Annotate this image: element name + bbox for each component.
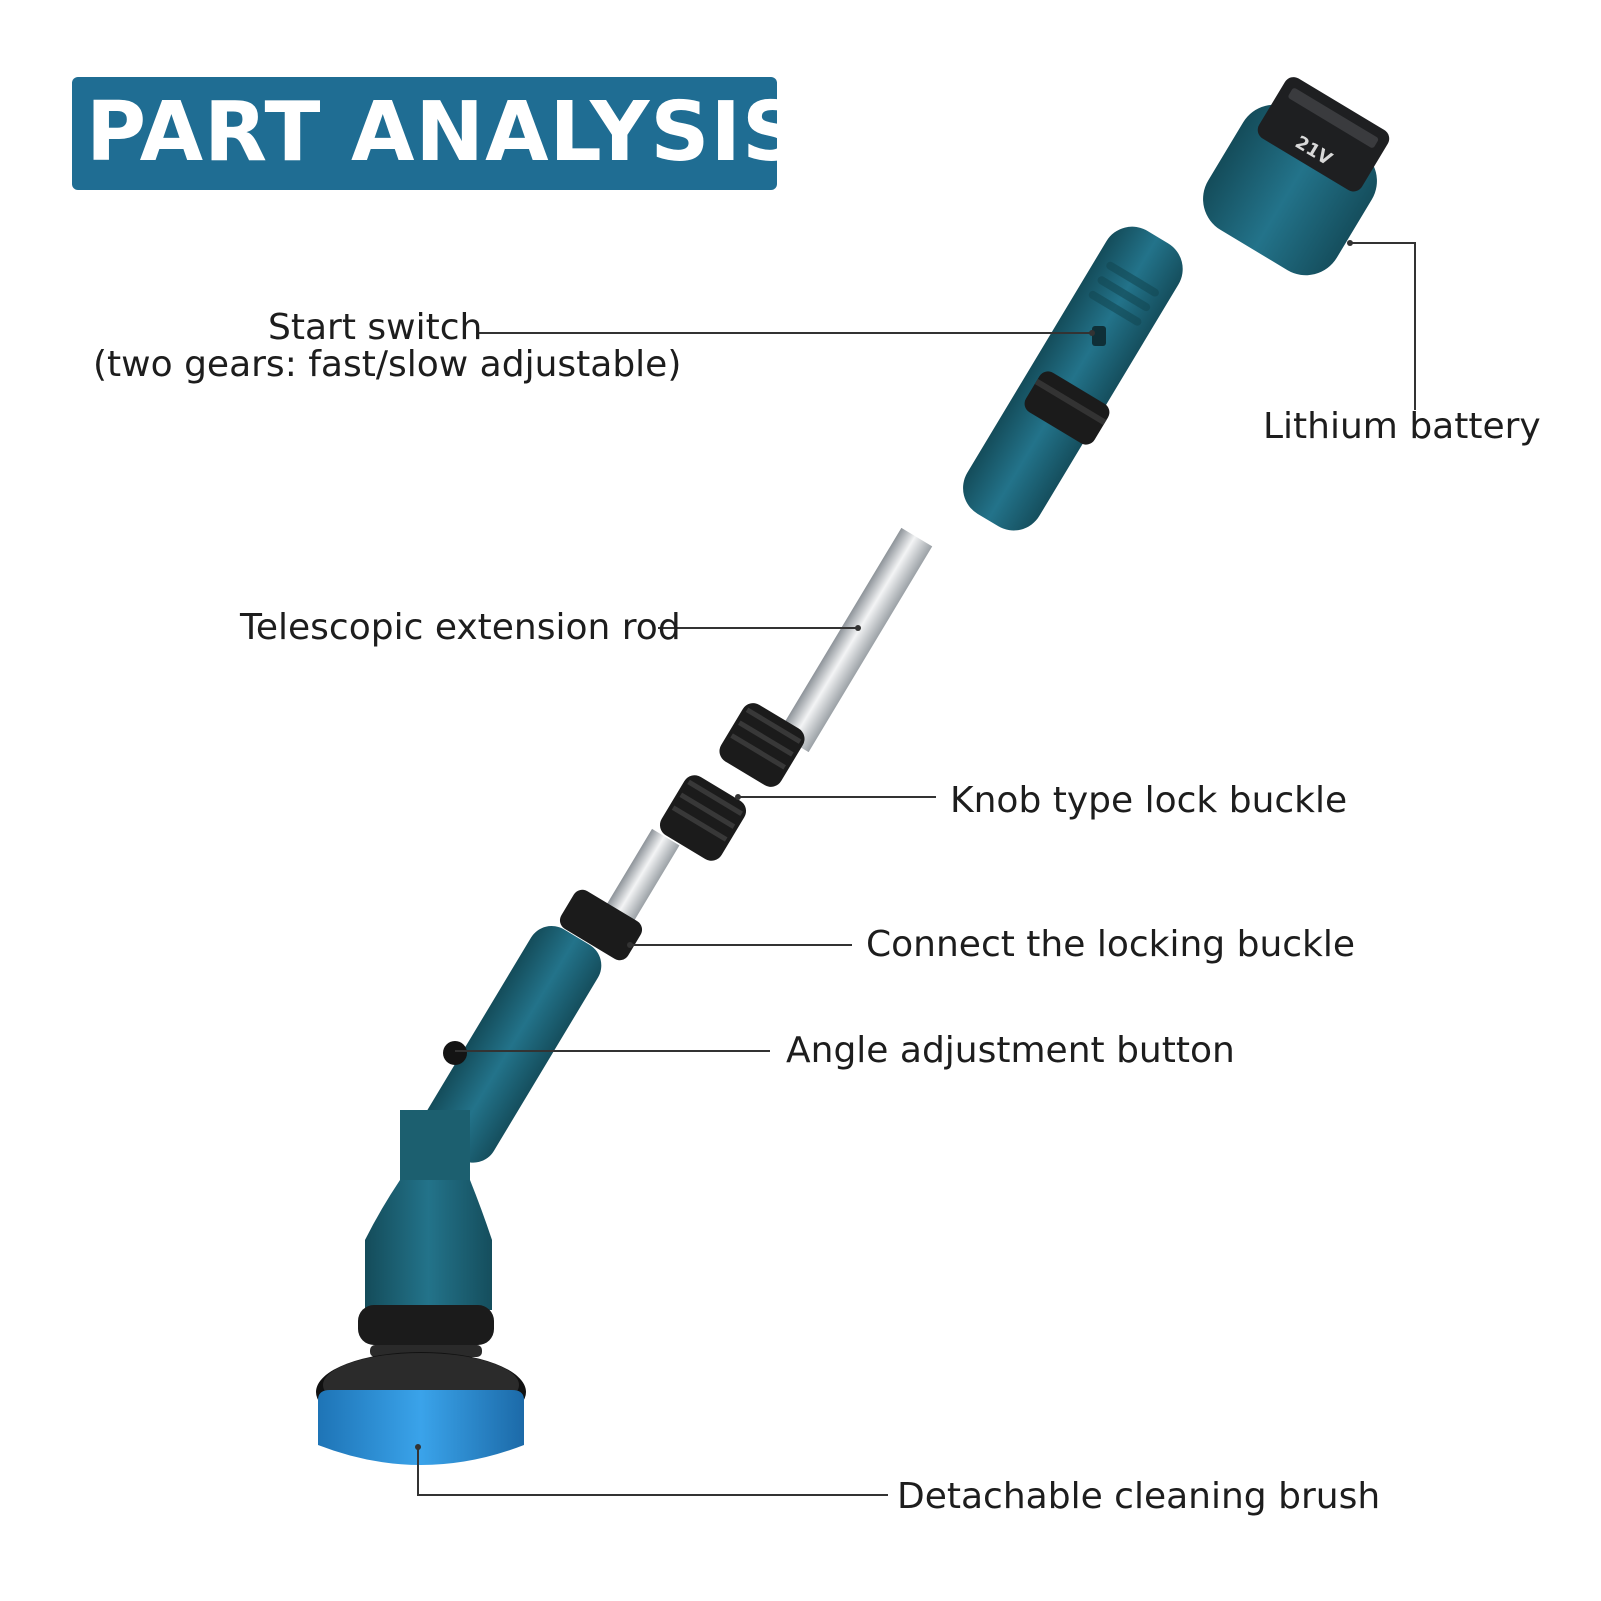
label-angle-button: Angle adjustment button xyxy=(786,1030,1235,1071)
callout-line-battery xyxy=(1350,242,1416,410)
cleaning-brush-pad xyxy=(318,1390,524,1465)
start-switch-button xyxy=(1092,326,1106,346)
label-start-switch: Start switch xyxy=(268,307,483,348)
label-cleaning-brush: Detachable cleaning brush xyxy=(897,1476,1381,1517)
knob-lock-upper xyxy=(719,703,805,787)
page-title: PART ANALYSIS xyxy=(86,85,803,180)
label-lithium-battery: Lithium battery xyxy=(1263,406,1541,447)
label-connect-lock: Connect the locking buckle xyxy=(866,924,1356,965)
title-banner: PART ANALYSIS xyxy=(72,77,801,190)
lower-body xyxy=(423,925,602,1163)
brush-collar xyxy=(358,1305,494,1345)
upper-body xyxy=(963,226,1183,531)
label-start-switch-note: (two gears: fast/slow adjustable) xyxy=(93,344,682,385)
hinge-neck xyxy=(400,1110,470,1190)
connect-lock-collar xyxy=(559,889,643,961)
angle-adjust-button xyxy=(443,1041,467,1065)
upper-rod xyxy=(777,527,933,753)
upper-collar xyxy=(1024,371,1110,445)
knob-lock-lower xyxy=(659,775,747,861)
callout-line-brush xyxy=(417,1447,888,1496)
battery-housing: 21V xyxy=(1203,77,1390,276)
label-knob-lock: Knob type lock buckle xyxy=(950,780,1348,821)
motor-housing xyxy=(365,1180,492,1310)
label-extension-rod: Telescopic extension rod xyxy=(240,607,681,648)
